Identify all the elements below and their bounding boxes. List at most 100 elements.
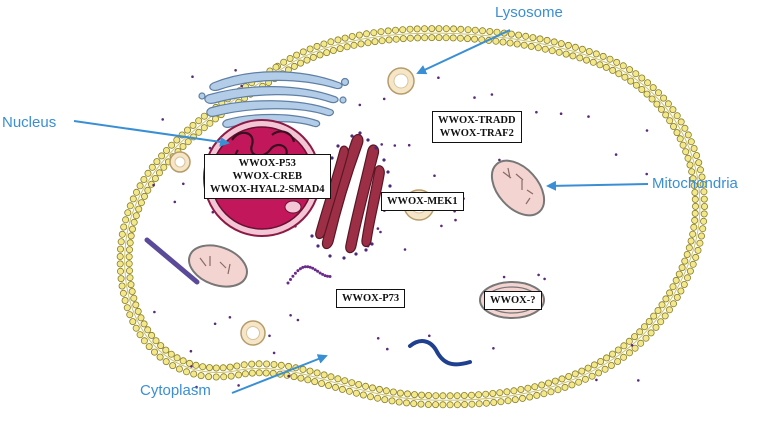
er-ribosome-dot	[388, 184, 392, 188]
membrane-bead	[370, 29, 378, 37]
membrane-bead	[313, 369, 321, 377]
membrane-bead	[517, 385, 525, 393]
polyribosome-dot	[326, 274, 329, 278]
membrane-bead	[345, 387, 353, 395]
golgi-apparatus	[198, 71, 350, 128]
membrane-bead	[162, 346, 170, 354]
ribosome-dot	[498, 158, 501, 162]
membrane-bead	[197, 372, 205, 380]
membrane-bead	[169, 362, 177, 370]
membrane-bead	[173, 136, 181, 144]
membrane-bead	[561, 383, 569, 391]
ribosome-dot	[376, 337, 380, 340]
complex-wwox-creb: WWOX-CREB	[232, 171, 302, 182]
membrane-bead	[551, 377, 559, 385]
polyribosome-dot	[323, 274, 327, 278]
membrane-bead	[432, 392, 440, 400]
membrane-bead	[183, 126, 191, 134]
ribosome-dot	[296, 318, 300, 322]
p73-box: WWOX-P73	[336, 289, 406, 308]
membrane-bead	[320, 371, 328, 379]
membrane-bead	[557, 40, 565, 48]
membrane-bead	[233, 362, 241, 370]
membrane-bead	[144, 169, 152, 177]
membrane-bead	[536, 35, 544, 43]
polyribosome-dot	[298, 267, 302, 271]
ribosome-dot	[614, 153, 618, 156]
ribosome-dot	[645, 172, 648, 176]
membrane-bead	[524, 384, 532, 392]
membrane-bead	[692, 253, 700, 261]
polyribosome-dot	[318, 271, 322, 275]
ribosome-dot	[543, 277, 546, 281]
membrane-bead	[341, 34, 349, 42]
membrane-bead	[475, 400, 483, 408]
membrane-bead	[657, 105, 665, 113]
complex-wwox-hyal2-smad4: WWOX-HYAL2-SMAD4	[210, 184, 325, 195]
membrane-bead	[145, 343, 153, 351]
membrane-bead	[666, 117, 674, 125]
er-ribosome-dot	[328, 254, 332, 258]
membrane-bead	[132, 212, 140, 220]
er-ribosome-dot	[370, 242, 374, 246]
vesicle-left	[169, 151, 191, 173]
membrane-bead	[701, 202, 709, 210]
membrane-bead	[248, 369, 256, 377]
membrane-bead	[696, 239, 704, 247]
membrane-bead	[687, 237, 695, 245]
membrane-bead	[695, 159, 703, 167]
membrane-bead	[661, 312, 669, 320]
polyribosome-dot	[289, 278, 292, 281]
membrane-bead	[601, 365, 609, 373]
membrane-bead	[313, 42, 321, 50]
membrane-bead	[609, 350, 617, 358]
membrane-bead	[526, 393, 534, 401]
membrane-bead	[699, 225, 707, 233]
membrane-bead	[293, 51, 301, 59]
membrane-bead	[643, 90, 651, 98]
er-ribosome-dot	[374, 146, 378, 150]
membrane-bead	[677, 287, 685, 295]
membrane-bead	[327, 373, 335, 381]
ribosome-dot	[234, 69, 237, 72]
membrane-bead	[626, 66, 634, 74]
ribosome-dot	[637, 379, 640, 382]
polyribosome-dot	[301, 265, 305, 269]
membrane-bead	[547, 388, 555, 396]
membrane-bead	[126, 267, 134, 275]
endoplasmic-reticulum	[315, 133, 385, 254]
membrane-bead	[329, 47, 337, 55]
membrane-bead	[679, 141, 687, 149]
membrane-bead	[124, 209, 132, 217]
membrane-bead	[655, 89, 663, 97]
membrane-bead	[359, 391, 367, 399]
membrane-bead	[117, 267, 125, 275]
membrane-bead	[685, 244, 693, 252]
membrane-bead	[374, 394, 382, 402]
membrane-bead	[504, 397, 512, 405]
membrane-bead	[464, 26, 472, 34]
membrane-bead	[334, 375, 342, 383]
membrane-bead	[121, 296, 129, 304]
membrane-bead	[309, 53, 317, 61]
membrane-bead	[625, 337, 633, 345]
membrane-bead	[588, 372, 596, 380]
ribosome-dot	[437, 76, 440, 79]
membrane-bead	[607, 361, 615, 369]
membrane-bead	[673, 112, 681, 120]
membrane-bead	[220, 373, 228, 381]
membrane-bead	[126, 239, 134, 247]
ribosome-dot	[289, 314, 292, 317]
membrane-bead	[689, 230, 697, 238]
membrane-bead	[632, 70, 640, 78]
membrane-bead	[128, 225, 136, 233]
membrane-bead	[595, 369, 603, 377]
membrane-bead	[132, 324, 140, 332]
cytoskeleton-filament-blue	[408, 339, 472, 367]
membrane-bead	[286, 55, 294, 63]
membrane-bead	[657, 318, 665, 326]
membrane-bead	[632, 81, 640, 89]
membrane-bead	[511, 396, 519, 404]
membrane-bead	[538, 381, 546, 389]
